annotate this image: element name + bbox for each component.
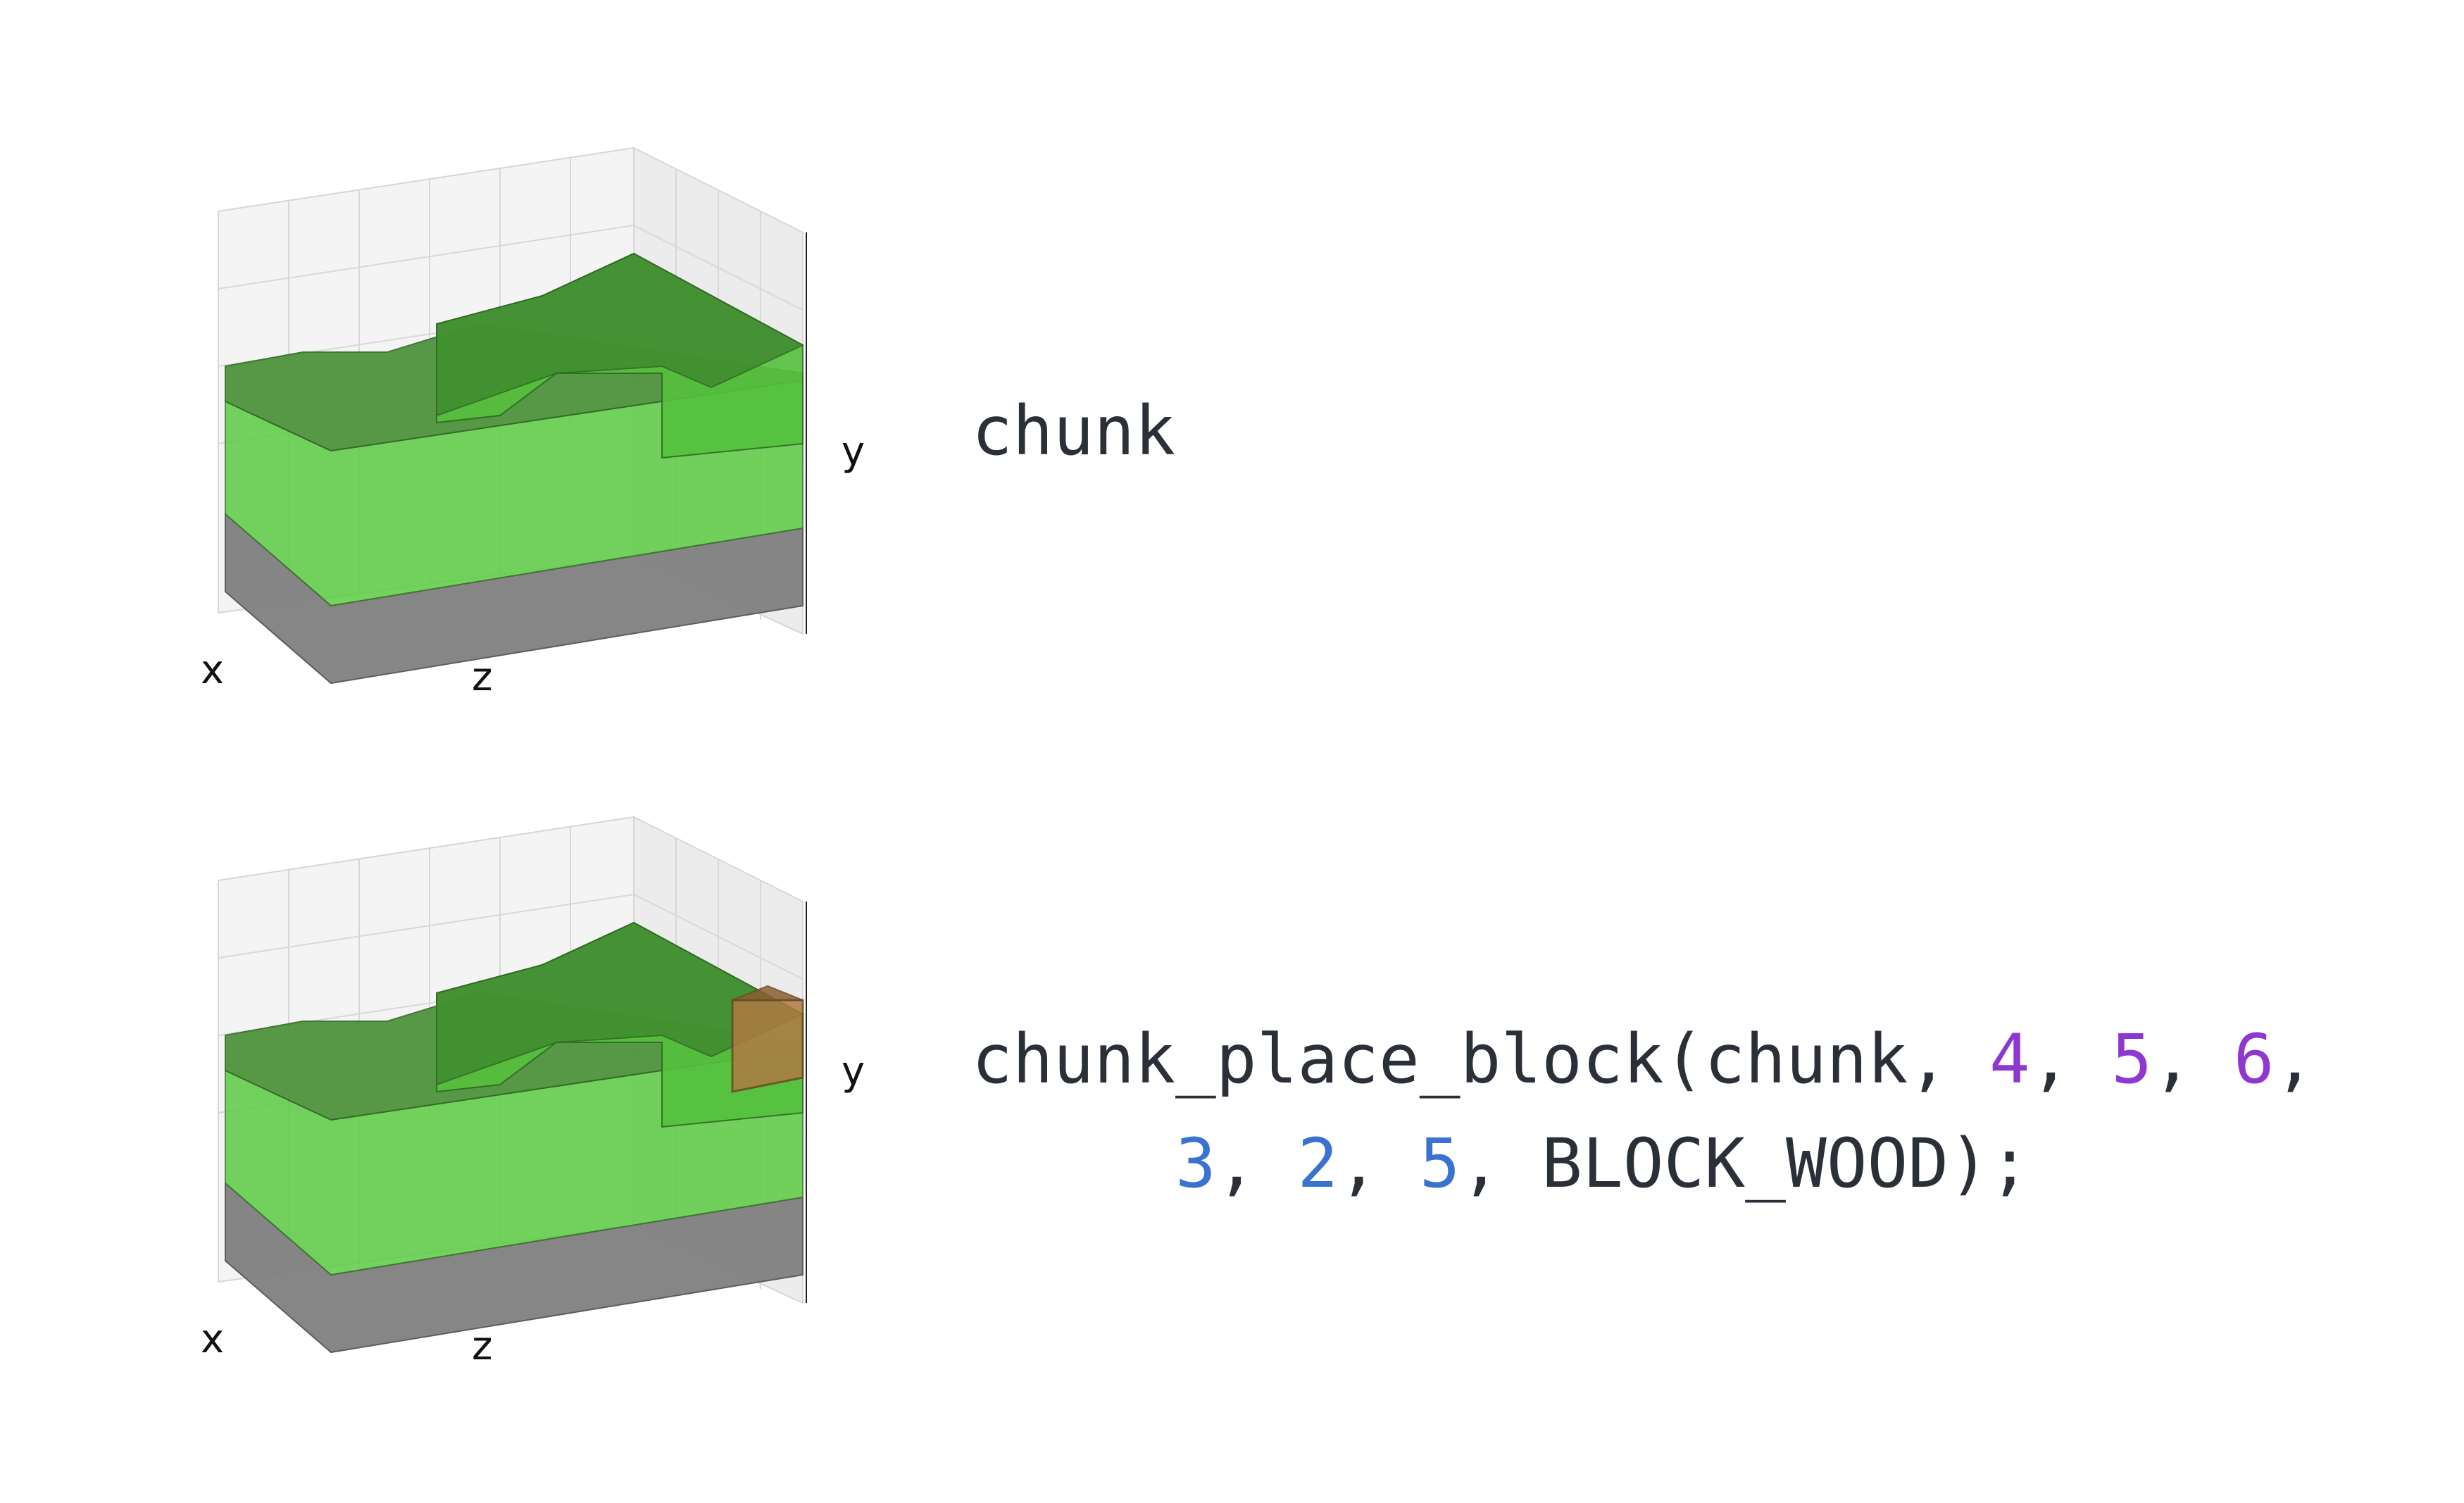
axis-label-z: z [472,654,492,700]
arg-y: 5 [2111,1020,2153,1099]
axis-label-x: x [201,1316,224,1362]
voxel-plot-svg: y x z [201,146,865,700]
raised-grass-top [436,921,805,1086]
arg-x: 4 [1989,1020,2030,1099]
wood-block [731,999,804,1093]
axis-label-x: x [201,647,224,693]
axis-label-y: y [842,1049,865,1094]
arg-h: 2 [1297,1124,1339,1203]
axis-label-z: z [472,1323,492,1369]
sep4: , [1215,1124,1298,1203]
sep2: , [2152,1020,2234,1099]
raised-grass-top [436,252,805,417]
arg-z: 6 [2233,1020,2275,1099]
line2-indent [972,1124,1175,1203]
voxel-plot-after: y x z [176,789,880,1395]
code-line1-prefix: chunk_place_block(chunk, [972,1020,1989,1099]
arg-w: 3 [1175,1124,1216,1203]
voxel-plot-before: y x z [176,120,880,725]
sep3: , [2274,1020,2315,1099]
axis-label-y: y [842,429,865,475]
sep1: , [2030,1020,2112,1099]
wood-block-top [732,985,803,1001]
sep5: , [1338,1124,1420,1203]
voxel-plot-svg-after: y x z [201,816,865,1369]
code-line2-suffix: , BLOCK_WOOD); [1460,1124,2030,1203]
code-place-block-call: chunk_place_block(chunk, 4, 5, 6, 3, 2 , … [972,1007,2315,1216]
arg-d: 5 [1419,1124,1461,1203]
code-chunk-label: chunk [972,392,1175,470]
